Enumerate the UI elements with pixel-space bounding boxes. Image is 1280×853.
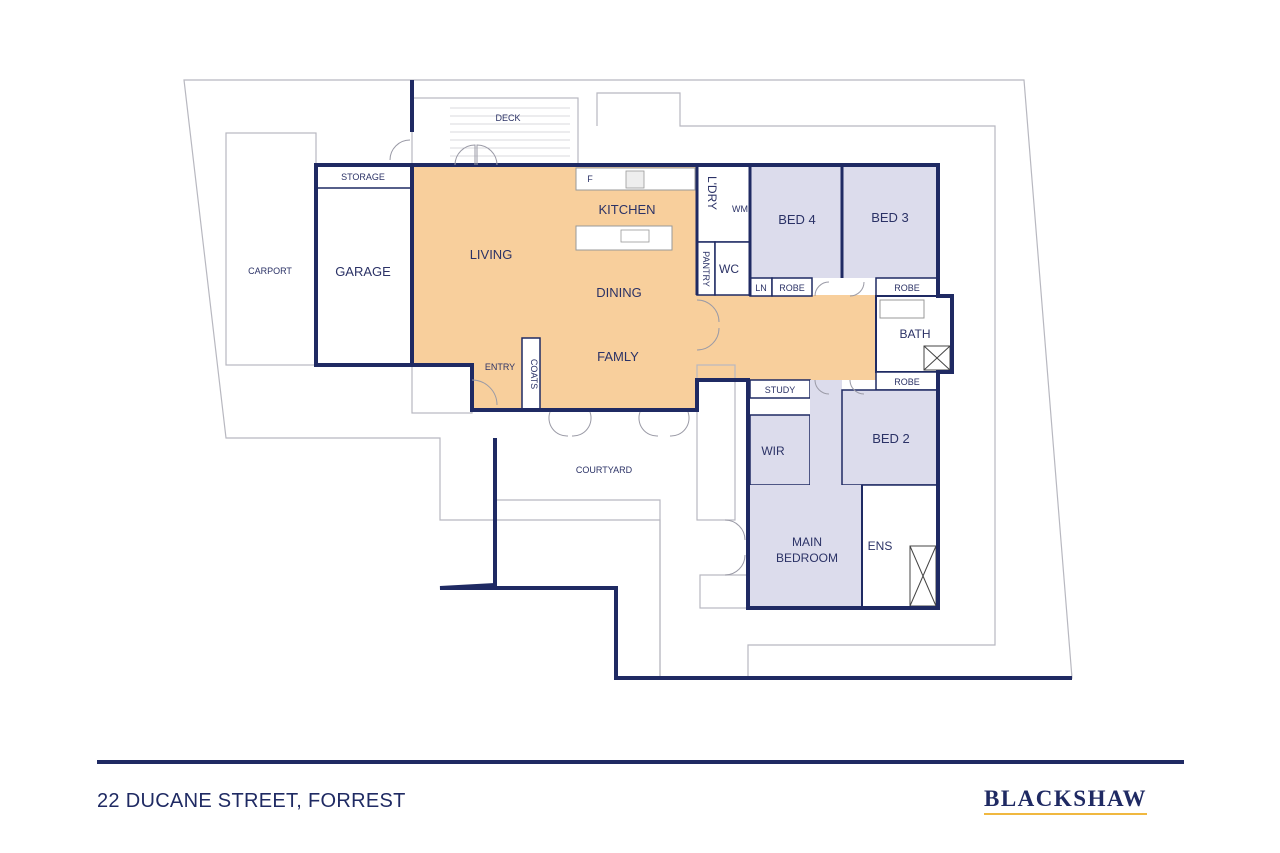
label-ensuite: ENS [868, 539, 893, 553]
label-bed2-robe: ROBE [894, 377, 920, 387]
bed3-room [842, 165, 938, 278]
wir-room [749, 414, 811, 486]
label-entry: ENTRY [485, 362, 515, 372]
sink-icon [620, 229, 650, 243]
label-linen: LN [755, 283, 767, 293]
label-storage: STORAGE [341, 172, 385, 182]
side-path [696, 364, 736, 521]
property-address: 22 DUCANE STREET, FORREST [97, 790, 406, 812]
garden-outline [596, 92, 996, 678]
label-bed2: BED 2 [872, 431, 910, 446]
label-bed3-robe: ROBE [894, 283, 920, 293]
label-fridge: F [587, 174, 593, 184]
brand-logo: BLACKSHAW [984, 786, 1148, 815]
label-bath: BATH [899, 327, 930, 341]
door-swings [389, 139, 865, 576]
label-wc: WC [719, 262, 739, 276]
bed4-room [750, 165, 842, 278]
label-garage: GARAGE [335, 264, 391, 279]
planter [699, 574, 749, 609]
wc-room [714, 241, 751, 296]
label-study: STUDY [765, 385, 796, 395]
label-bed4: BED 4 [778, 212, 816, 227]
main-bedroom [748, 485, 862, 608]
bed4-robe [771, 277, 813, 297]
label-main-bedroom-2: BEDROOM [776, 551, 838, 565]
label-family: FAMLY [597, 349, 639, 364]
bathtub-icon [879, 299, 925, 319]
label-carport: CARPORT [248, 266, 292, 276]
label-coats: COATS [529, 359, 539, 389]
bedroom-corridor [810, 380, 842, 485]
label-living: LIVING [470, 247, 513, 262]
south-boundary-wall [439, 438, 1072, 680]
label-wm: WM [732, 204, 748, 214]
label-dining: DINING [596, 285, 642, 300]
label-laundry: L'DRY [705, 176, 719, 210]
shower-icon [923, 345, 951, 371]
label-wir: WIR [761, 444, 785, 458]
label-bed3: BED 3 [871, 210, 909, 225]
cooktop-icon [625, 170, 645, 189]
label-courtyard: COURTYARD [576, 465, 633, 475]
courtyard-outline [497, 499, 661, 678]
label-deck: DECK [495, 113, 520, 123]
entry-porch [411, 364, 473, 414]
deck-boards [450, 107, 570, 157]
bed2-room [841, 389, 939, 486]
ensuite-shower-icon [909, 545, 937, 607]
label-pantry: PANTRY [701, 251, 711, 287]
label-bed4-robe: ROBE [779, 283, 805, 293]
label-main-bedroom-1: MAIN [792, 535, 822, 549]
carport-area [225, 132, 317, 366]
footer-rule [97, 760, 1184, 764]
label-kitchen: KITCHEN [598, 202, 655, 217]
